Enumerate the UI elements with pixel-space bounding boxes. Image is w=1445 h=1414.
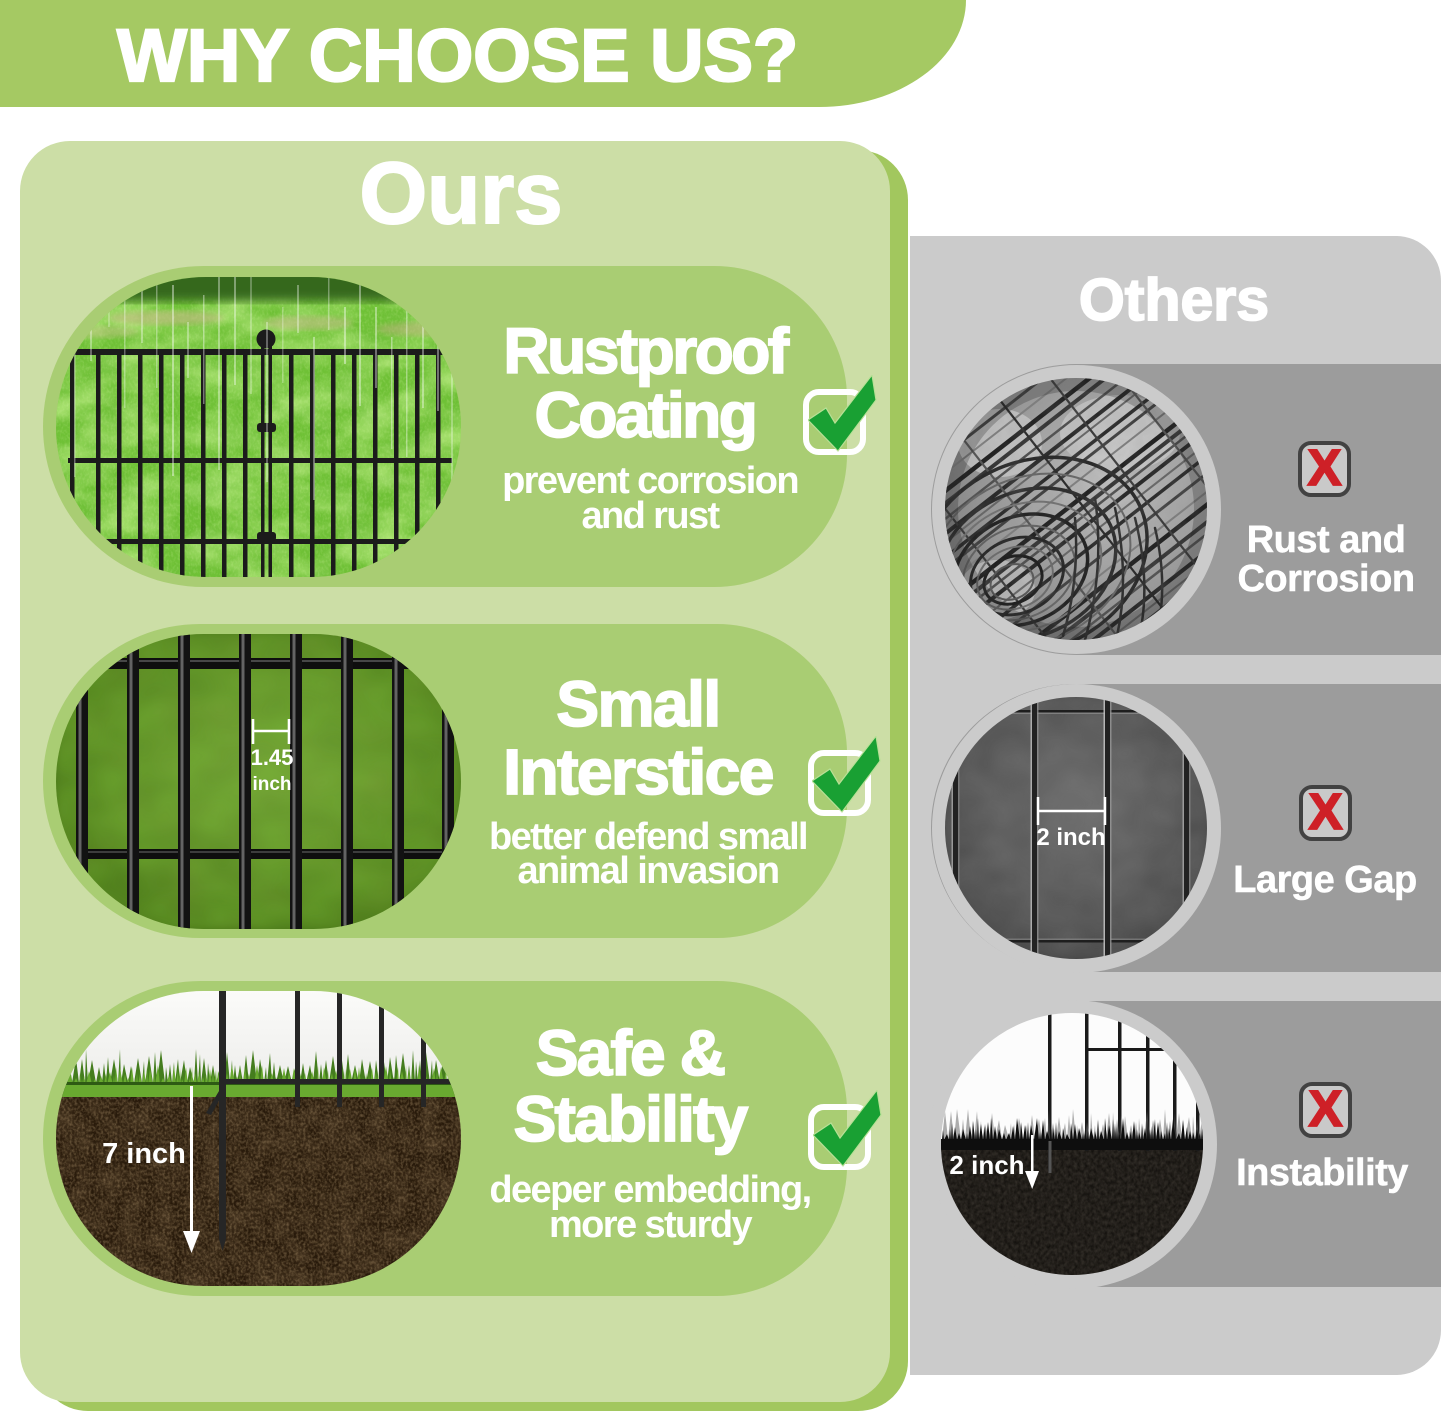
svg-text:7 inch: 7 inch [102, 1138, 186, 1170]
svg-text:inch: inch [252, 774, 291, 795]
svg-text:1.45: 1.45 [251, 745, 294, 770]
svg-text:2 inch: 2 inch [1036, 824, 1105, 851]
svg-text:2 inch: 2 inch [949, 1150, 1024, 1180]
